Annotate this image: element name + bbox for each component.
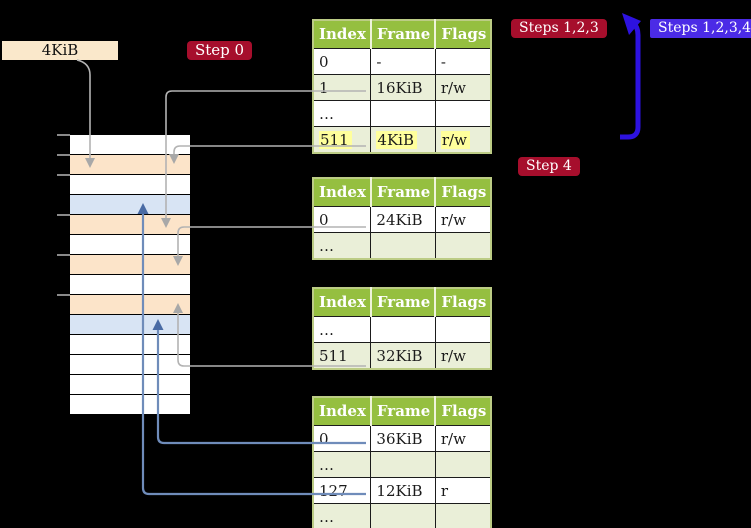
memory-frame-row <box>70 155 190 175</box>
table-row: 0 24KiB r/w <box>312 206 492 233</box>
badge-step-4: Step 4 <box>518 157 580 176</box>
cell-index: 511 <box>312 342 372 370</box>
table-row: 1 16KiB r/w <box>312 74 492 101</box>
table-row: 0 36KiB r/w <box>312 425 492 452</box>
column-header-flags: Flags <box>434 20 492 49</box>
table-row: 0 - - <box>312 48 492 75</box>
cell-frame <box>370 232 436 260</box>
cell-frame: 24KiB <box>370 206 436 233</box>
column-header-frame: Frame <box>369 288 436 317</box>
cell-flags <box>434 503 492 528</box>
table-row-highlighted: 511 4KiB r/w <box>312 126 492 154</box>
table-row: … <box>312 316 492 343</box>
cell-flags: r/w <box>434 425 492 452</box>
cell-frame: 36KiB <box>370 425 436 452</box>
cell-frame: 32KiB <box>370 342 436 370</box>
frame-size-label: 4KiB <box>2 41 118 60</box>
page-table-1: Index Frame Flags 0 - - 1 16KiB r/w … 51… <box>312 19 493 154</box>
column-header-index: Index <box>313 397 371 426</box>
cell-flags: r/w <box>434 342 492 370</box>
table-header-row: Index Frame Flags <box>313 178 492 207</box>
table-header-row: Index Frame Flags <box>313 20 492 49</box>
cell-index: 511 <box>312 126 372 154</box>
cell-frame <box>370 100 436 127</box>
badge-steps-1-2-3: Steps 1,2,3 <box>511 19 607 38</box>
cell-index: 0 <box>312 206 372 233</box>
cell-frame: 12KiB <box>370 477 436 504</box>
table-row: 127 12KiB r <box>312 477 492 504</box>
highlight-text: 511 <box>319 130 352 149</box>
table-row: … <box>312 100 492 127</box>
cell-index: … <box>312 232 372 260</box>
memory-frame-row <box>70 175 190 195</box>
cell-index: 0 <box>312 48 372 75</box>
cell-frame <box>370 503 436 528</box>
memory-frame-row <box>70 335 190 355</box>
cell-frame: 16KiB <box>370 74 436 101</box>
cell-frame <box>370 316 436 343</box>
cell-index: 127 <box>312 477 372 504</box>
page-table-4: Index Frame Flags 0 36KiB r/w … 127 12Ki… <box>312 396 493 528</box>
column-header-index: Index <box>313 288 371 317</box>
cell-flags: r <box>434 477 492 504</box>
memory-frame-row <box>70 315 190 335</box>
table-row: 511 32KiB r/w <box>312 342 492 370</box>
memory-frame-row <box>70 195 190 215</box>
memory-frame-row <box>70 255 190 275</box>
table-header-row: Index Frame Flags <box>313 288 492 317</box>
arrow-steps-bracket <box>620 13 641 140</box>
cell-flags <box>434 232 492 260</box>
column-header-flags: Flags <box>434 288 492 317</box>
cell-flags <box>434 100 492 127</box>
highlight-text: r/w <box>440 130 470 149</box>
memory-frame-row <box>70 355 190 375</box>
cell-flags: r/w <box>434 74 492 101</box>
column-header-frame: Frame <box>369 397 436 426</box>
column-header-frame: Frame <box>369 20 436 49</box>
cell-index: … <box>312 451 372 478</box>
page-table-2: Index Frame Flags 0 24KiB r/w … <box>312 177 493 260</box>
cell-index: 1 <box>312 74 372 101</box>
column-header-index: Index <box>313 20 371 49</box>
cell-index: … <box>312 100 372 127</box>
cell-index: … <box>312 316 372 343</box>
cell-flags <box>434 451 492 478</box>
cell-frame <box>370 451 436 478</box>
memory-frame-row <box>70 135 190 155</box>
memory-strip <box>70 135 190 415</box>
memory-tick-marks <box>57 134 70 296</box>
cell-index: 0 <box>312 425 372 452</box>
column-header-flags: Flags <box>434 397 492 426</box>
table-header-row: Index Frame Flags <box>313 397 492 426</box>
highlight-text: 4KiB <box>376 130 417 149</box>
memory-frame-row <box>70 235 190 255</box>
table-row: … <box>312 503 492 528</box>
badge-step-0: Step 0 <box>187 41 253 60</box>
column-header-frame: Frame <box>369 178 436 207</box>
column-header-index: Index <box>313 178 371 207</box>
cell-flags: r/w <box>434 126 492 154</box>
memory-frame-row <box>70 215 190 235</box>
memory-frame-row <box>70 275 190 295</box>
table-row: … <box>312 232 492 260</box>
table-row: … <box>312 451 492 478</box>
memory-frame-row <box>70 295 190 315</box>
cell-flags: - <box>434 48 492 75</box>
cell-flags <box>434 316 492 343</box>
column-header-flags: Flags <box>434 178 492 207</box>
cell-index: … <box>312 503 372 528</box>
page-table-3: Index Frame Flags … 511 32KiB r/w <box>312 287 493 370</box>
memory-frame-row <box>70 395 190 415</box>
cell-flags: r/w <box>434 206 492 233</box>
cell-frame: 4KiB <box>370 126 436 154</box>
memory-frame-row <box>70 375 190 395</box>
badge-steps-1-2-3-4: Steps 1,2,3,4 <box>650 19 751 38</box>
cell-frame: - <box>370 48 436 75</box>
